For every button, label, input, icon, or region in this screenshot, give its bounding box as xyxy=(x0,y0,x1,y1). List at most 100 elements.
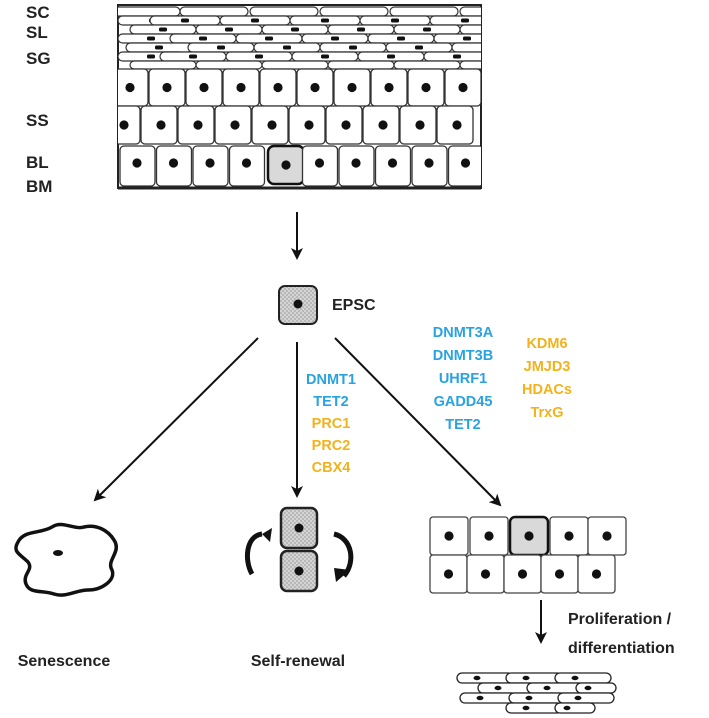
spinous-nucleus xyxy=(304,120,314,130)
flattened-cell xyxy=(477,682,535,694)
epsc-cell xyxy=(278,285,318,325)
factor-cbx4: CBX4 xyxy=(312,460,351,476)
flat-cell xyxy=(118,6,181,17)
flattened-cell xyxy=(526,682,584,694)
differentiation-label: differentiation xyxy=(568,640,675,657)
spinous-nucleus xyxy=(458,82,468,93)
layer-label-bm: BM xyxy=(26,177,52,196)
arrow-to-differentiation xyxy=(334,337,502,507)
differentiated-cells xyxy=(456,672,617,714)
flattened-nucleus xyxy=(494,685,502,691)
flat-cell xyxy=(451,42,481,53)
self-renewal-cells xyxy=(279,506,319,593)
spinous-nucleus xyxy=(119,120,129,130)
self-renewal-factors: DNMT1 TET2 PRC1 PRC2 CBX4 xyxy=(306,372,356,476)
factor-gadd45: GADD45 xyxy=(434,394,493,410)
basal-nucleus xyxy=(314,158,325,168)
senescent-cell xyxy=(14,522,118,597)
flat-nucleus xyxy=(255,54,263,59)
diff-nucleus xyxy=(564,531,574,541)
flat-cell xyxy=(327,60,395,70)
flat-nucleus xyxy=(357,27,365,32)
flat-nucleus xyxy=(283,45,291,50)
proliferation-label: Proliferation / xyxy=(568,611,672,628)
factor-uhrf1: UHRF1 xyxy=(439,371,487,387)
flattened-nucleus xyxy=(522,705,530,711)
flat-nucleus xyxy=(291,27,299,32)
flattened-cell xyxy=(554,702,596,714)
diff-nucleus xyxy=(444,531,454,541)
flat-nucleus xyxy=(321,54,329,59)
spinous-nucleus xyxy=(273,82,283,93)
flat-nucleus xyxy=(265,36,273,41)
factor-tet2-diff: TET2 xyxy=(445,417,480,433)
spinous-nucleus xyxy=(415,120,425,130)
flat-cell xyxy=(195,60,263,70)
spinous-nucleus xyxy=(310,82,320,93)
flattened-cell xyxy=(459,692,517,704)
factor-prc1: PRC1 xyxy=(312,416,351,432)
diff-nucleus xyxy=(524,531,534,541)
flattened-nucleus xyxy=(543,685,551,691)
self-renewal-arrows xyxy=(244,528,354,582)
spinous-nucleus xyxy=(236,82,246,93)
flat-nucleus xyxy=(155,45,163,50)
basal-nucleus xyxy=(205,158,215,168)
factor-tet2: TET2 xyxy=(313,394,348,410)
diff-nucleus xyxy=(517,569,528,579)
flat-cell xyxy=(459,6,481,17)
spinous-nucleus xyxy=(341,120,351,130)
flat-cell xyxy=(179,6,249,17)
flat-nucleus xyxy=(415,45,423,50)
epidermis-section xyxy=(117,4,489,190)
basal-nucleus xyxy=(168,158,179,168)
flat-nucleus xyxy=(349,45,357,50)
basal-nucleus xyxy=(241,158,252,168)
spinous-nucleus xyxy=(267,120,277,130)
spinous-nucleus xyxy=(156,120,166,130)
flat-nucleus xyxy=(463,36,471,41)
diff-nucleus xyxy=(554,569,565,579)
diff-nucleus xyxy=(602,531,612,541)
spinous-nucleus xyxy=(125,82,135,93)
spinous-nucleus xyxy=(230,120,240,130)
flat-nucleus xyxy=(225,27,233,32)
flattened-nucleus xyxy=(571,675,579,681)
differentiation-histone-factors: KDM6 JMJD3 HDACs TrxG xyxy=(522,336,572,421)
flat-cell xyxy=(319,6,389,17)
layer-label-ss: SS xyxy=(26,111,49,130)
flat-cell xyxy=(459,24,481,35)
flat-cell xyxy=(261,60,329,70)
flattened-nucleus xyxy=(473,675,481,681)
factor-jmjd3: JMJD3 xyxy=(524,359,571,375)
layer-label-sc: SC xyxy=(26,3,50,22)
layer-label-bl: BL xyxy=(26,153,49,172)
flattened-cell xyxy=(505,672,563,684)
factor-kdm6: KDM6 xyxy=(526,336,567,352)
flat-nucleus xyxy=(453,54,461,59)
flattened-nucleus xyxy=(574,695,582,701)
spinous-nucleus xyxy=(452,120,462,130)
factor-dnmt3b: DNMT3B xyxy=(433,348,493,364)
arrow-to-senescence xyxy=(93,337,259,502)
spinous-nucleus xyxy=(199,82,209,93)
flat-cell xyxy=(129,60,197,70)
flat-cell xyxy=(459,60,481,70)
flat-nucleus xyxy=(461,18,469,23)
flat-cell xyxy=(389,6,459,17)
flat-nucleus xyxy=(387,54,395,59)
basal-nucleus xyxy=(460,158,471,168)
flat-nucleus xyxy=(181,18,189,23)
flattened-cell xyxy=(505,702,563,714)
flat-nucleus xyxy=(147,54,155,59)
spinous-nucleus xyxy=(193,120,203,130)
flat-nucleus xyxy=(481,46,489,50)
basal-nucleus xyxy=(351,158,361,168)
flat-nucleus xyxy=(397,36,405,41)
flat-nucleus xyxy=(217,45,225,50)
flattened-cell xyxy=(554,672,612,684)
flat-nucleus xyxy=(423,27,431,32)
flat-nucleus xyxy=(331,36,339,41)
renewal-arrow-left xyxy=(244,531,263,576)
flat-cell xyxy=(393,60,461,70)
